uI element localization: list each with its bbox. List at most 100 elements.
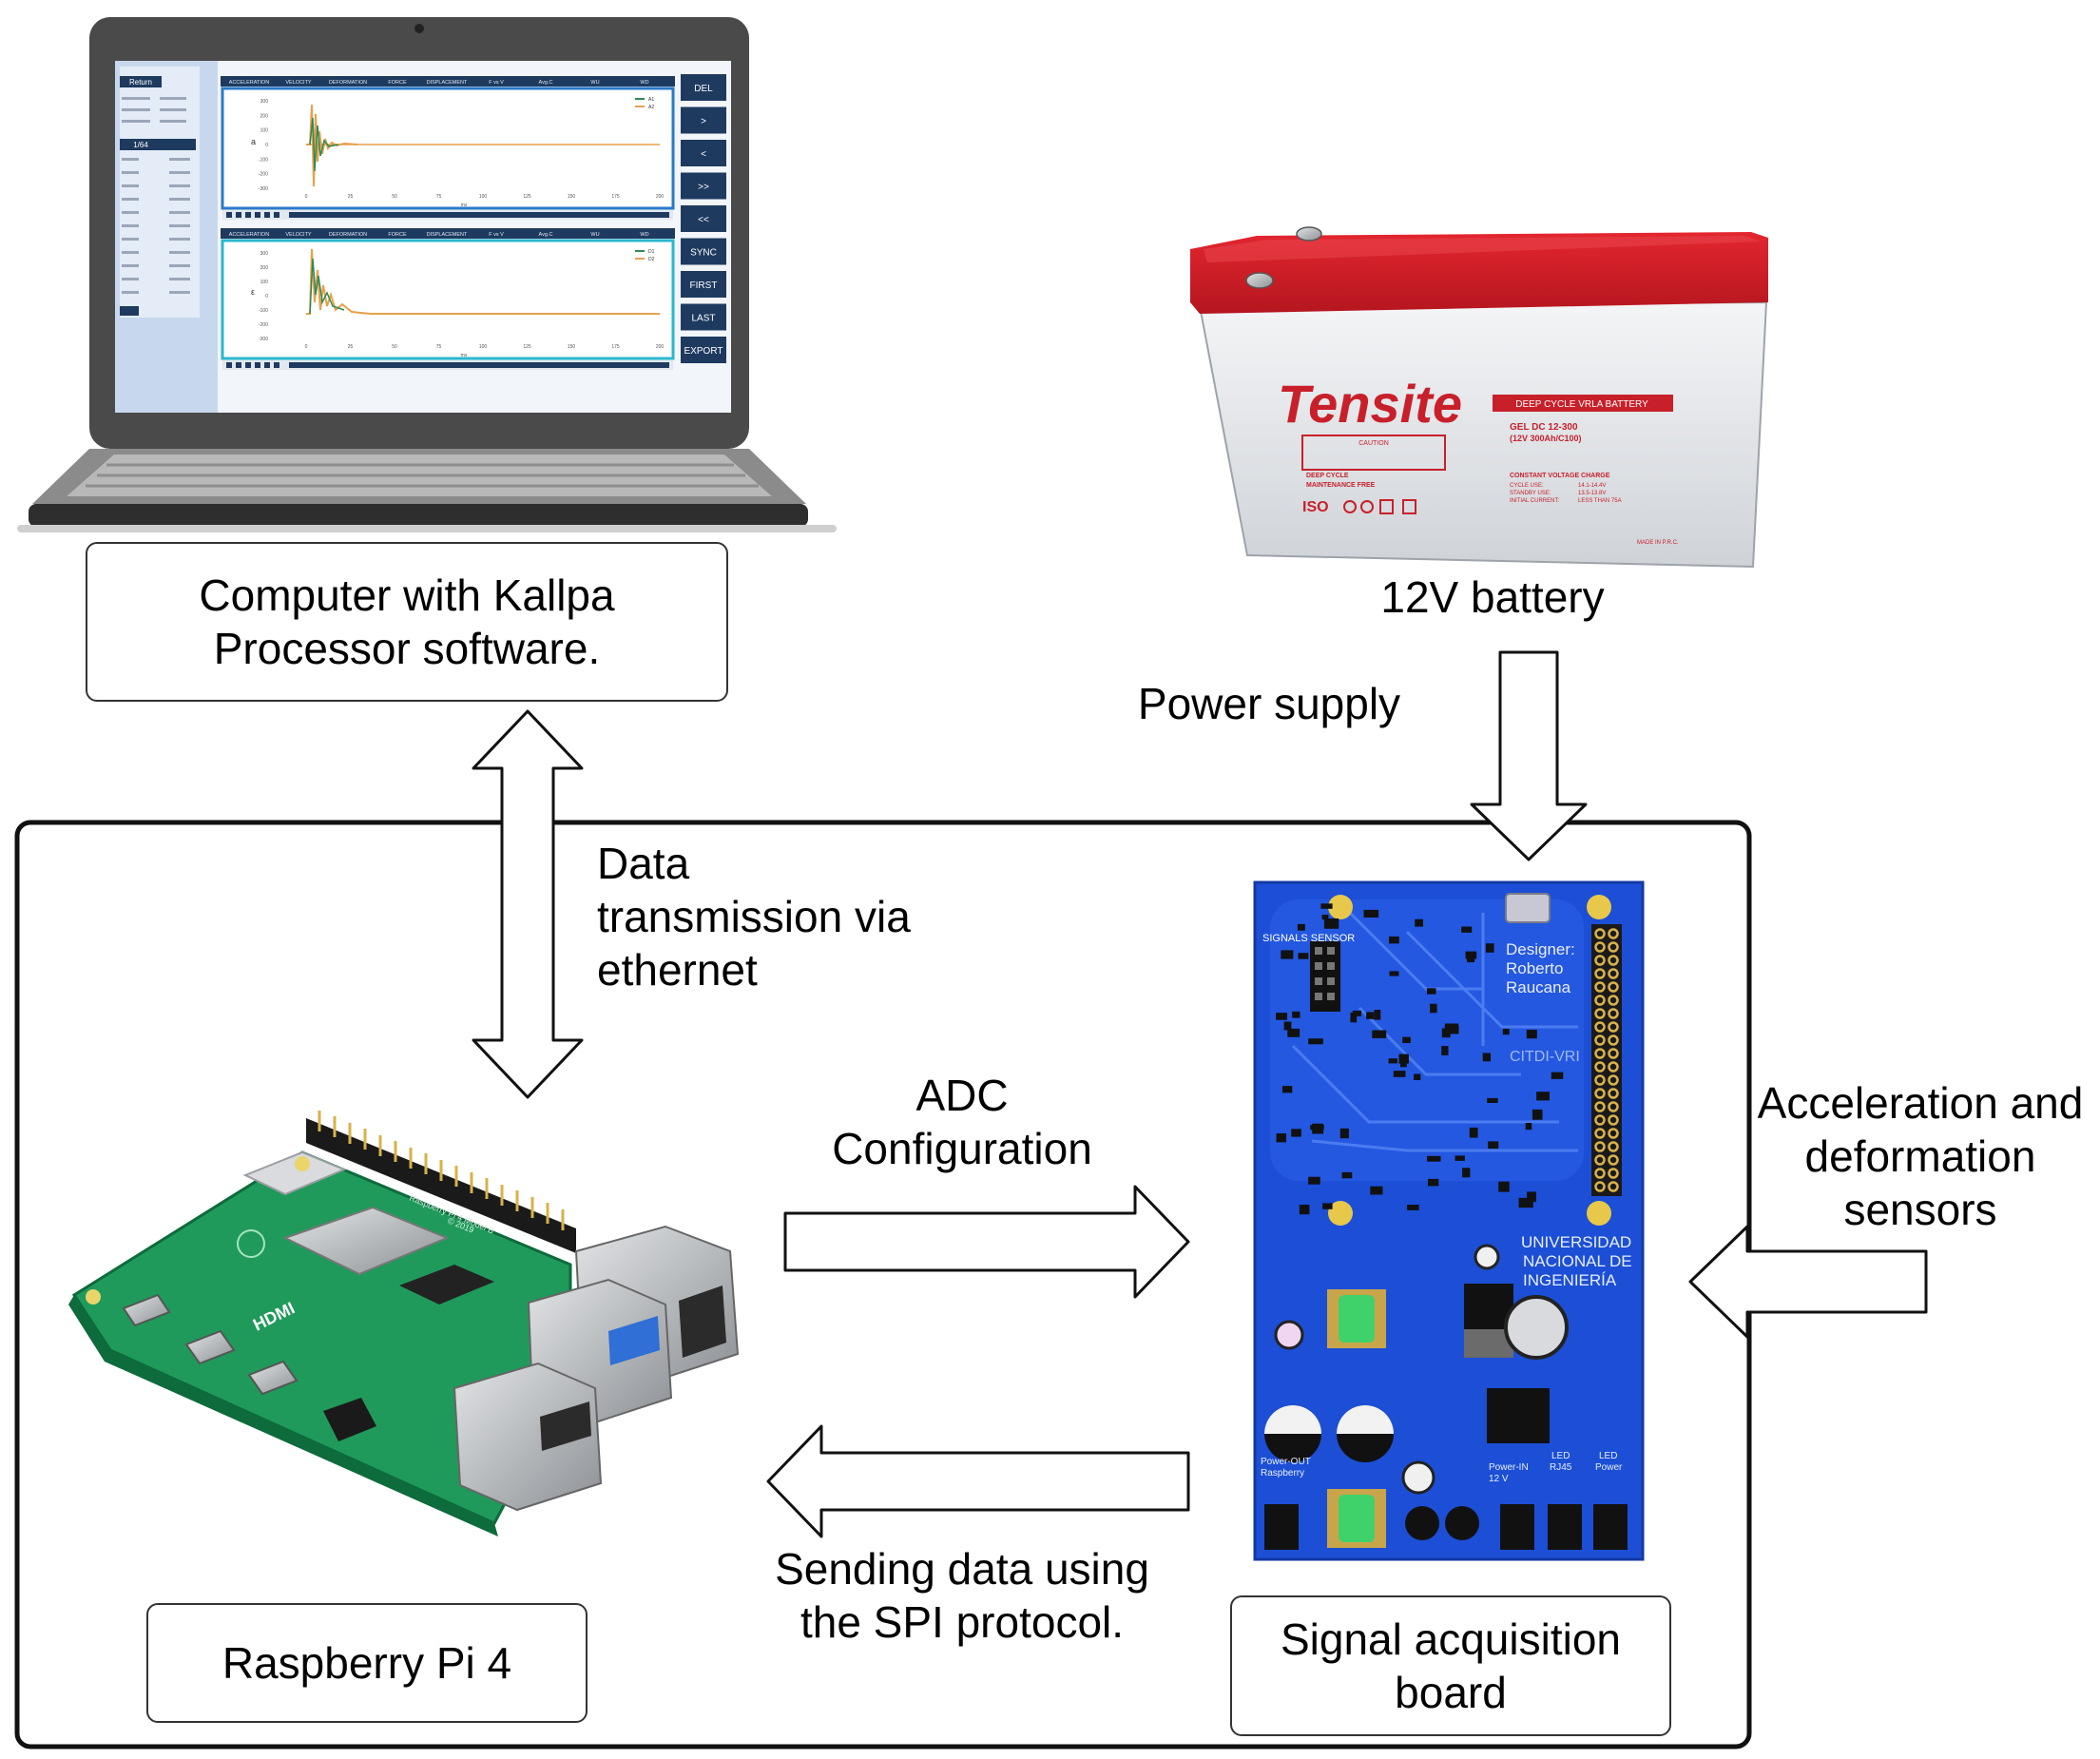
battery-terminal-negative (1245, 272, 1274, 289)
side-button[interactable] (681, 140, 726, 166)
plot-y-tick: 300 (260, 251, 269, 257)
bottom-tab-labels: ACCELERATION VELOCITY DEFORMATION FORCE DISP… (229, 232, 649, 238)
plot-y-tick: 200 (260, 265, 269, 271)
pcb-smd-part (1398, 1053, 1409, 1064)
software-tab[interactable]: DEFORMATION (329, 232, 367, 238)
svg-text:A1: A1 (648, 97, 654, 103)
bottom-plot-toolbar-icons[interactable] (226, 362, 279, 368)
software-left-toggle[interactable] (120, 306, 139, 316)
software-tab[interactable]: F vs V (489, 232, 504, 238)
side-button[interactable] (681, 238, 726, 265)
pcb-university-1: UNIVERSIDAD (1521, 1233, 1631, 1251)
pcb-smd-part (1485, 943, 1494, 953)
bottom-plot-frame (221, 239, 675, 360)
top-plot-toolbar-icons[interactable] (226, 212, 279, 218)
battery-rating: (12V 300Ah/C100) (1510, 434, 1582, 443)
software-tab[interactable]: DISPLACEMENT (427, 232, 468, 238)
software-tab[interactable]: VELOCITY (285, 80, 312, 86)
top-plot-legend: A1 A2 (635, 97, 654, 110)
plot-x-tick: 0 (305, 194, 308, 200)
pcb-traces (1291, 911, 1578, 1152)
pcb-smd-part (1467, 954, 1475, 963)
side-button[interactable] (681, 172, 726, 200)
pcb-led-rj45-label: LED (1551, 1451, 1570, 1461)
pcb-led-power-connector (1593, 1504, 1628, 1550)
battery-terminal-positive (1296, 226, 1322, 242)
pcb-pin (1608, 1088, 1619, 1099)
bottom-plot-scrollbar[interactable] (289, 362, 669, 368)
pi-usb3-socket (608, 1316, 660, 1365)
pcb-capacitor-2-stripe (1337, 1405, 1394, 1434)
pcb-led-power-label: LED (1599, 1451, 1617, 1461)
pcb-capacitor-4 (1445, 1506, 1479, 1540)
software-tab[interactable]: WU (590, 232, 599, 238)
side-button[interactable] (681, 74, 726, 101)
pcb-smd-part (1276, 1133, 1286, 1143)
battery-brand: Tensite (1278, 374, 1462, 434)
plot-y-tick: 300 (260, 99, 269, 105)
data-transmission-label: Data transmission via ethernet (597, 839, 911, 995)
pcb-illustration: SIGNALS SENSOR Designer: Roberto Raucana… (1253, 880, 1645, 1561)
plot-x-tick: 200 (656, 194, 665, 200)
pcb-smd-part (1525, 1123, 1532, 1131)
power-supply-label: Power supply (1137, 679, 1401, 728)
pcb-pin (1608, 1034, 1619, 1046)
pcb-smd-part (1526, 1030, 1537, 1039)
pcb-smd-part (1291, 1129, 1301, 1137)
raspberry-label: Raspberry Pi 4 (222, 1638, 512, 1688)
pcb-smd-part (1462, 1168, 1471, 1178)
side-button-label: LAST (691, 314, 715, 324)
laptop-key-grid (86, 463, 759, 488)
pcb-capacitor-3 (1405, 1506, 1439, 1540)
pcb-smd-part (1352, 1010, 1361, 1016)
software-tab[interactable]: F vs V (489, 80, 504, 86)
plot-x-tick: 50 (392, 344, 397, 350)
software-tab[interactable]: WD (640, 232, 648, 238)
pcb-smd-part (1527, 1191, 1536, 1203)
side-button-label: EXPORT (684, 346, 723, 357)
pcb-inner-zone (1270, 899, 1584, 1181)
top-plot-scrollbar[interactable] (289, 212, 669, 218)
pcb-pin (1608, 1048, 1619, 1059)
pcb-smd-part (1287, 1028, 1300, 1037)
software-tab[interactable]: Avg.C (539, 232, 553, 238)
software-left-rows (122, 97, 186, 123)
top-tab-labels: ACCELERATION VELOCITY DEFORMATION FORCE DISP… (229, 80, 649, 86)
software-tab[interactable]: DISPLACEMENT (427, 80, 468, 86)
battery-deep-cycle: DEEP CYCLE (1306, 473, 1349, 479)
software-tab[interactable]: WD (640, 80, 648, 86)
side-button[interactable] (681, 271, 726, 298)
pcb-smd-part (1312, 1123, 1324, 1134)
software-tab[interactable]: Avg.C (539, 80, 553, 86)
pi-ram (399, 1265, 494, 1305)
pcb-smd-part (1461, 926, 1473, 933)
software-tab[interactable]: WU (590, 80, 599, 86)
pcb-smd-part (1455, 1155, 1465, 1161)
software-tab[interactable]: ACCELERATION (229, 232, 269, 238)
file-counter (120, 139, 196, 150)
pcb-smd-part (1414, 1073, 1421, 1080)
pcb-pin (1608, 1008, 1619, 1019)
software-tab[interactable]: ACCELERATION (229, 80, 269, 86)
pcb-mount-hole-2 (1587, 895, 1611, 919)
return-button[interactable] (120, 76, 162, 87)
pcb-pin (1594, 928, 1606, 939)
pcb-smd-part (1487, 1097, 1498, 1103)
software-param-rows (122, 158, 190, 294)
pcb-pin (1608, 928, 1619, 939)
side-button-label: >> (698, 183, 709, 193)
side-button[interactable] (681, 303, 726, 331)
side-button[interactable] (681, 106, 726, 134)
software-tab[interactable]: FORCE (388, 232, 407, 238)
software-tab[interactable]: DEFORMATION (329, 80, 367, 86)
software-tab[interactable]: VELOCITY (285, 232, 312, 238)
side-button[interactable] (681, 205, 726, 232)
top-plot-frame (221, 87, 675, 210)
side-button[interactable] (681, 337, 726, 363)
battery-caution: CAUTION (1358, 440, 1389, 447)
pcb-smd-part (1389, 936, 1399, 944)
pcb-smd-part (1341, 1171, 1353, 1179)
software-tab[interactable]: FORCE (388, 80, 407, 86)
